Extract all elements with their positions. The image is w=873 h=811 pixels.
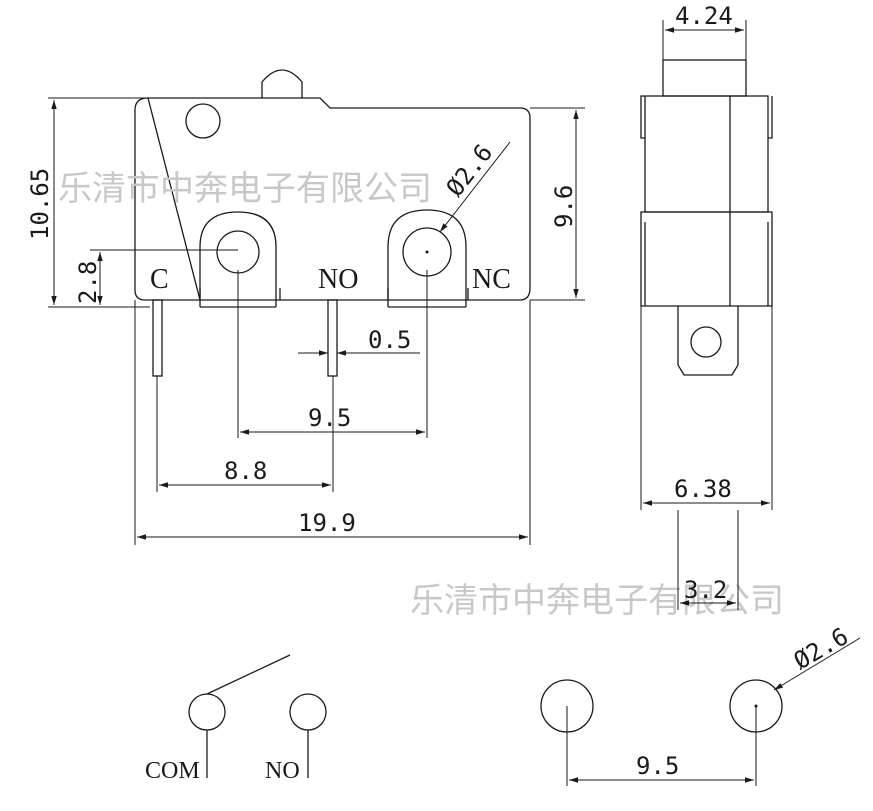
pin-no	[327, 299, 338, 377]
dim-pcb-spacing: 9.5	[636, 752, 679, 780]
label-com: COM	[145, 758, 200, 784]
side-body-upper	[640, 95, 773, 213]
dim-body-depth: 6.38	[674, 475, 732, 503]
pin-c	[152, 299, 163, 377]
dim-actuator-width: 4.24	[675, 2, 733, 30]
terminal-boss-c	[199, 211, 277, 307]
label-no: NO	[318, 264, 358, 295]
dim-hole-spacing: 9.5	[308, 404, 351, 432]
dim-c-no-spacing: 8.8	[224, 457, 267, 485]
side-terminal-hole	[690, 326, 722, 358]
label-nc: NC	[472, 264, 511, 295]
leader-pcb-hole-diameter	[773, 637, 861, 691]
center-dot	[425, 250, 429, 254]
dim-height-body: 9.6	[550, 185, 578, 228]
switch-lever	[206, 654, 291, 695]
contact-com	[188, 693, 226, 731]
watermark-top: 乐清市中奔电子有限公司	[58, 169, 432, 209]
pcb-layout: 9.5 Ø2.6	[540, 622, 861, 786]
front-view: C NO NC 10.65 2.8 9.6 Ø2.6 0.5 9.5 8.	[26, 69, 585, 545]
side-actuator	[662, 59, 747, 97]
terminal-hole-c	[216, 230, 260, 274]
dim-height-total: 10.65	[26, 168, 54, 240]
label-schematic-no: NO	[265, 758, 300, 784]
side-body-lower	[640, 211, 773, 307]
watermark-right: 乐清市中奔电子有限公司	[410, 581, 784, 621]
mounting-hole	[185, 103, 221, 139]
dim-hole-diameter: Ø2.6	[441, 139, 499, 202]
dim-pin-height: 2.8	[74, 261, 102, 304]
contact-no	[289, 693, 327, 731]
dim-pin-thickness: 0.5	[368, 326, 411, 354]
leader-hole-diameter	[439, 141, 511, 233]
side-view: 4.24 6.38 3.2	[640, 2, 773, 610]
dim-body-width: 19.9	[298, 509, 356, 537]
side-terminal-tab	[677, 306, 739, 376]
dim-pcb-hole-diameter: Ø2.6	[789, 622, 853, 675]
dim-terminal-width: 3.2	[684, 576, 727, 604]
actuator-button	[261, 69, 303, 98]
terminal-boss-nc	[387, 209, 467, 307]
switch-body-outline	[134, 97, 531, 301]
schematic: COM NO	[145, 654, 327, 784]
label-c: C	[150, 264, 169, 295]
